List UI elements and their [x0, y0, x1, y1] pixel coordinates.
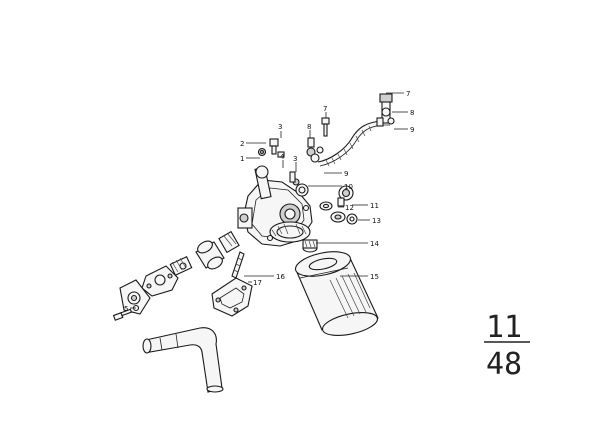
callout-15: 15 — [370, 273, 379, 281]
callout-3-mid: 3 — [293, 155, 297, 163]
oil-hose — [317, 120, 390, 167]
banjo-fitting — [376, 93, 395, 127]
callout-5: 5 — [124, 305, 128, 313]
group-number: 11 48 — [484, 310, 530, 382]
callout-13: 13 — [372, 217, 381, 225]
leader-lines — [130, 92, 408, 309]
callout-11: 11 — [370, 202, 379, 210]
plug-13 — [330, 211, 358, 225]
callout-3: 3 — [278, 123, 282, 131]
end-cover — [119, 279, 151, 315]
gasket-17 — [211, 277, 253, 317]
group-number-top: 11 — [486, 310, 522, 345]
elbow-pipe — [142, 327, 224, 393]
callout-7: 7 — [406, 90, 410, 98]
callout-17: 17 — [253, 279, 262, 287]
small-bolt-5 — [112, 304, 140, 321]
callout-12: 12 — [345, 204, 354, 212]
callout-8: 8 — [410, 109, 414, 117]
callout-4: 4 — [280, 153, 285, 161]
clamp-fitting — [169, 256, 193, 276]
callout-1: 1 — [240, 155, 244, 163]
callout-9-hose: 9 — [410, 126, 414, 134]
nipple-14 — [302, 239, 318, 253]
callout-16: 16 — [276, 273, 285, 281]
bolt-2-3 — [257, 138, 285, 158]
rubber-sleeve — [195, 230, 240, 270]
callout-14: 14 — [370, 240, 379, 248]
rod-16 — [231, 251, 245, 279]
callout-labels: 1 2 3 4 7 8 3 7 8 9 9 10 11 12 13 14 15 … — [124, 90, 414, 313]
callout-9: 9 — [344, 170, 348, 178]
washer-12 — [319, 201, 333, 211]
fitting-10 — [289, 171, 309, 197]
callout-8-top: 8 — [307, 123, 311, 131]
callout-2: 2 — [240, 140, 244, 148]
group-number-bottom: 48 — [486, 347, 522, 382]
bolt-7-8 — [306, 117, 330, 163]
callout-7-top: 7 — [323, 105, 327, 113]
callout-10: 10 — [344, 183, 353, 191]
oil-filter-cartridge — [294, 251, 379, 336]
sensor-11 — [337, 185, 354, 207]
flange-plate — [141, 265, 179, 297]
gasket-ring — [269, 221, 311, 243]
